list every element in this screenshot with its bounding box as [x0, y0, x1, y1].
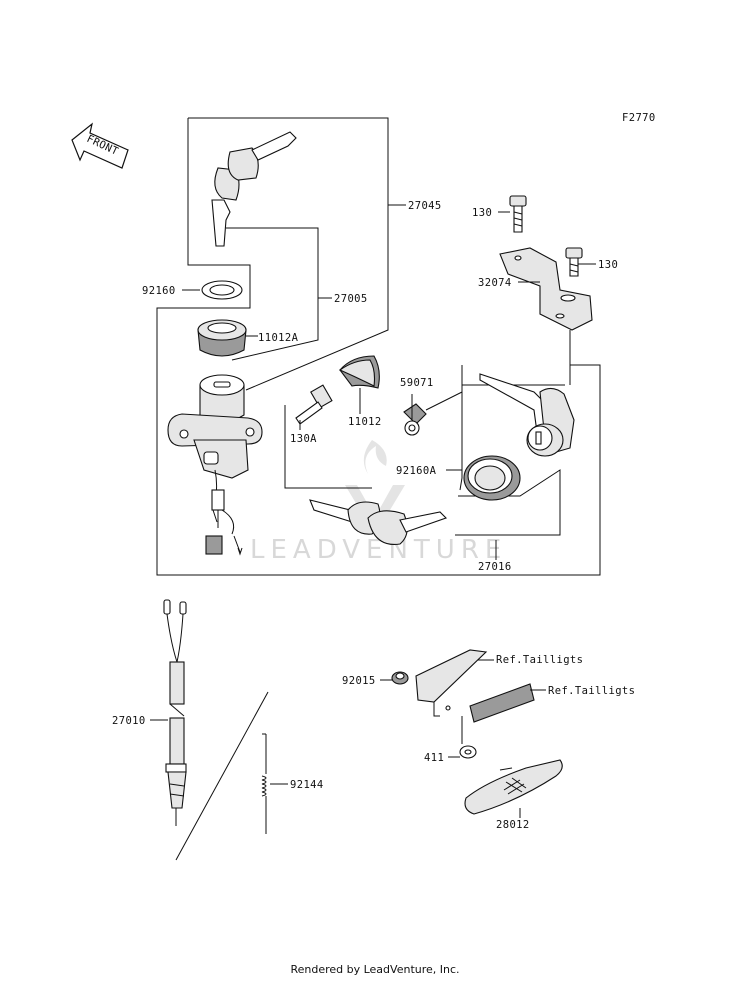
ignition-keys-top — [211, 131, 297, 247]
group-27010-line — [175, 691, 269, 861]
seat-lock-27016 — [479, 373, 575, 457]
callout-ref-taillights-2: Ref.Tailligts — [548, 685, 635, 697]
tail-bracket — [415, 649, 488, 717]
part-59071 — [403, 391, 463, 436]
group-27016-outline — [459, 365, 565, 491]
ignition-keys-bottom — [309, 499, 448, 546]
callout-27045: 27045 — [408, 200, 442, 212]
ignition-switch-body — [167, 374, 263, 556]
bolt-130-right — [565, 247, 583, 277]
group-main-outline — [156, 118, 601, 576]
callout-130A: 130A — [290, 433, 317, 445]
callout-130-top: 130 — [472, 207, 492, 219]
callout-92015: 92015 — [342, 675, 376, 687]
callout-27016: 27016 — [478, 561, 512, 573]
group-27045-outline — [188, 117, 389, 391]
washer-92160 — [201, 280, 243, 300]
grommet-92160A — [463, 455, 521, 501]
front-arrow-icon: FRONT — [71, 122, 129, 169]
spring-92144 — [261, 733, 267, 834]
watermark-text: LEADVENTURE — [250, 535, 507, 565]
callout-11012: 11012 — [348, 416, 382, 428]
callout-411: 411 — [424, 752, 444, 764]
diagram-code: F2770 — [622, 112, 656, 124]
group-130A-outline — [284, 405, 372, 489]
group-27005-outline — [226, 227, 319, 361]
callout-32074: 32074 — [478, 277, 512, 289]
leader-lines — [150, 204, 596, 818]
washer-411 — [459, 716, 477, 759]
reflector-base — [469, 683, 535, 723]
callout-59071: 59071 — [400, 377, 434, 389]
bolt-130-top — [509, 195, 527, 233]
cap-11012A — [197, 319, 247, 357]
callout-28012: 28012 — [496, 819, 530, 831]
watermark: LEADVENTURE — [250, 440, 507, 565]
callout-27005: 27005 — [334, 293, 368, 305]
footer-credit: Rendered by LeadVenture, Inc. — [290, 963, 460, 976]
callout-130-right: 130 — [598, 259, 618, 271]
bolt-130A — [295, 384, 333, 425]
callout-27010: 27010 — [112, 715, 146, 727]
reflector-28012 — [464, 759, 563, 815]
callout-92160: 92160 — [142, 285, 176, 297]
callout-92160A: 92160A — [396, 465, 437, 477]
callout-ref-taillights-1: Ref.Tailligts — [496, 654, 583, 666]
wire-harness-27010 — [163, 599, 187, 826]
callout-11012A: 11012A — [258, 332, 299, 344]
nut-92015 — [391, 671, 409, 685]
callout-92144: 92144 — [290, 779, 324, 791]
cover-11012 — [338, 355, 380, 389]
